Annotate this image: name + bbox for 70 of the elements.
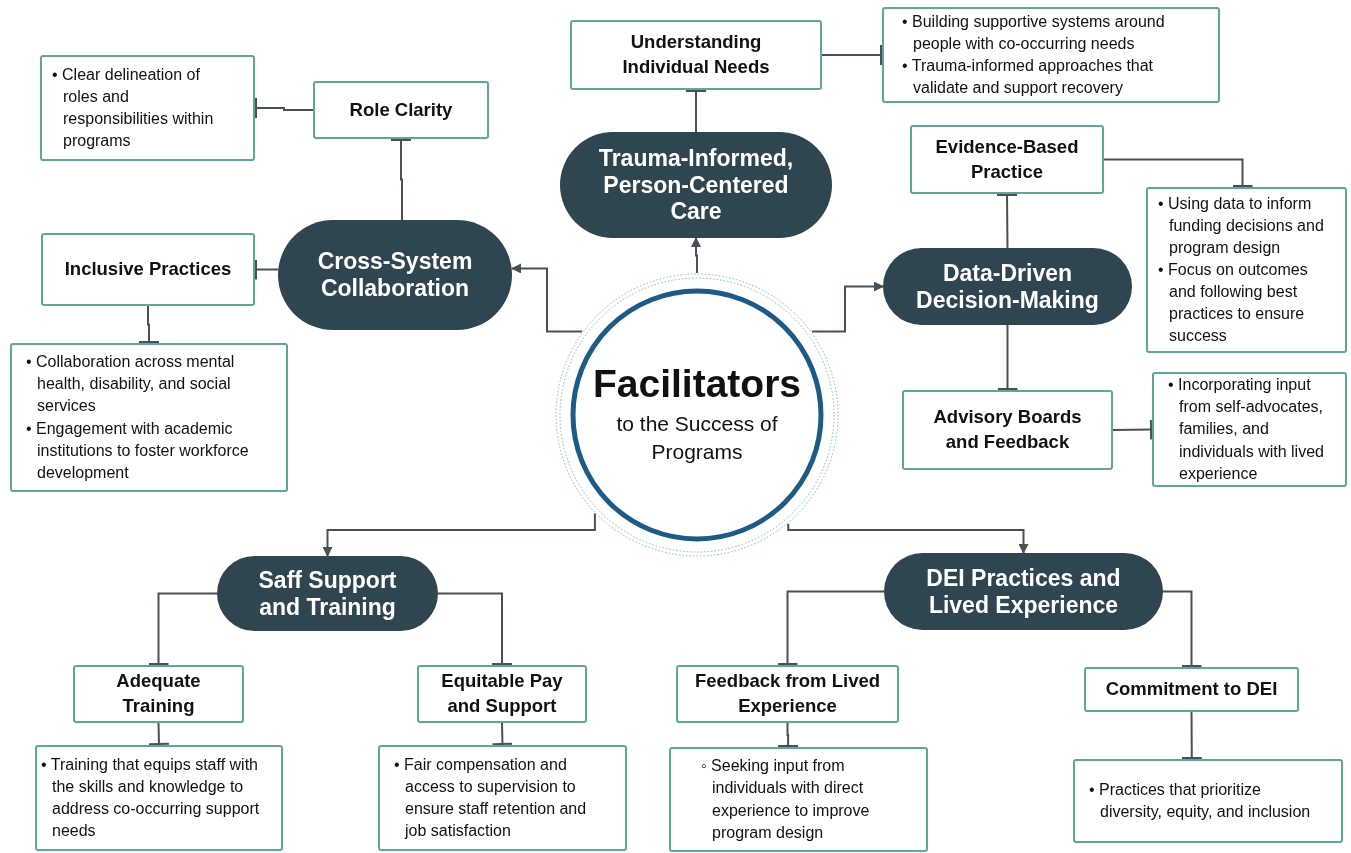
connector: [787, 522, 1029, 554]
subtopic-label: Role Clarity: [349, 97, 453, 122]
bullet-text: • Fair compensation and access to supervision to ensure staff retention and job satisfaction: [394, 754, 588, 842]
subtopic-label: Evidence-Based Practice: [934, 134, 1080, 184]
note-box: [1152, 372, 1347, 487]
subtopic-box: [676, 665, 899, 723]
bullet-text: • Focus on outcomes and following best practices to ensure success: [1158, 259, 1309, 347]
subtopic-label: Equitable Pay and Support: [440, 669, 564, 718]
subtopic-label: Inclusive Practices: [64, 257, 232, 281]
subtopic-box: [41, 233, 255, 306]
bullet-text: • Practices that prioritize diversity, equity, and inclusion: [1089, 779, 1311, 822]
connector: [1112, 418, 1153, 441]
connector: [147, 592, 218, 666]
note-box: [1073, 759, 1343, 843]
connector: [322, 512, 596, 557]
bullet-text: • Incorporating input from self-advocates, families, and individuals with lived experience: [1168, 375, 1325, 484]
connector: [254, 258, 279, 281]
subtopic-label: Feedback from Lived Experience: [693, 669, 882, 718]
connector: [996, 324, 1019, 391]
bullet-text: • Training that equips staff with the skills and knowledge to address co-occurring support needs: [41, 754, 261, 842]
connector: [437, 592, 513, 666]
connector: [254, 97, 314, 119]
bullet-text: • Using data to inform funding decisions and program design: [1158, 193, 1325, 258]
subtopic-box: [910, 125, 1104, 194]
note-box: [10, 343, 288, 492]
bullet-text: • Engagement with academic institutions to foster workforce development: [26, 418, 250, 483]
subtopic-box: [570, 20, 822, 90]
connector: [1162, 590, 1203, 668]
connector: [390, 138, 412, 221]
subtopic-label: Advisory Boards and Feedback: [932, 405, 1083, 454]
note-box: [40, 55, 255, 161]
subtitle-text: to the Success of Programs: [615, 411, 779, 466]
connector: [511, 263, 584, 333]
connector: [777, 722, 800, 748]
note-box: [1146, 187, 1347, 353]
bullet-text: • Collaboration across mental health, disability, and social services: [26, 352, 236, 417]
connector: [138, 305, 160, 344]
topic-label: DEI Practices and Lived Experience: [925, 564, 1122, 619]
topic-label: Data-Driven Decision-Making: [915, 259, 1100, 314]
bullet-text: ◦ Seeking input from individuals with direct experience to improve program design: [701, 756, 871, 843]
subtopic-box: [73, 665, 244, 723]
subtopic-label: Adequate Training: [115, 669, 202, 718]
subtopic-label: Commitment to DEI: [1105, 677, 1278, 701]
bullet-text: • Clear delineation of roles and responsibilities within programs: [52, 64, 215, 152]
connector: [691, 237, 701, 274]
subtopic-box: [313, 81, 489, 139]
note-box: [882, 7, 1220, 103]
connector: [491, 722, 514, 746]
connector: [996, 193, 1018, 249]
subtopic-box: [902, 390, 1113, 470]
title-text: Facilitators: [592, 363, 802, 407]
connector: [821, 44, 883, 66]
note-box: [35, 745, 283, 851]
connector: [776, 590, 885, 666]
bullet-text: • Trauma-informed approaches that validate and support recovery: [902, 56, 1155, 99]
subtopic-box: [1084, 667, 1299, 712]
topic-label: Cross-System Collaboration: [316, 248, 474, 302]
connector: [685, 89, 707, 133]
connector: [1103, 158, 1254, 188]
note-box: [669, 747, 928, 852]
connector: [148, 722, 170, 746]
topic-label: Saff Support and Training: [257, 566, 398, 621]
connector: [810, 281, 884, 333]
note-box: [378, 745, 627, 851]
connector: [1180, 711, 1203, 760]
hub-circle: [555, 273, 839, 557]
topic-label: Trauma-Informed, Person-Centered Care: [597, 145, 795, 225]
bullet-text: • Building supportive systems around people with co-occurring needs: [902, 11, 1166, 54]
subtopic-box: [417, 665, 587, 723]
subtopic-label: Understanding Individual Needs: [621, 30, 771, 79]
